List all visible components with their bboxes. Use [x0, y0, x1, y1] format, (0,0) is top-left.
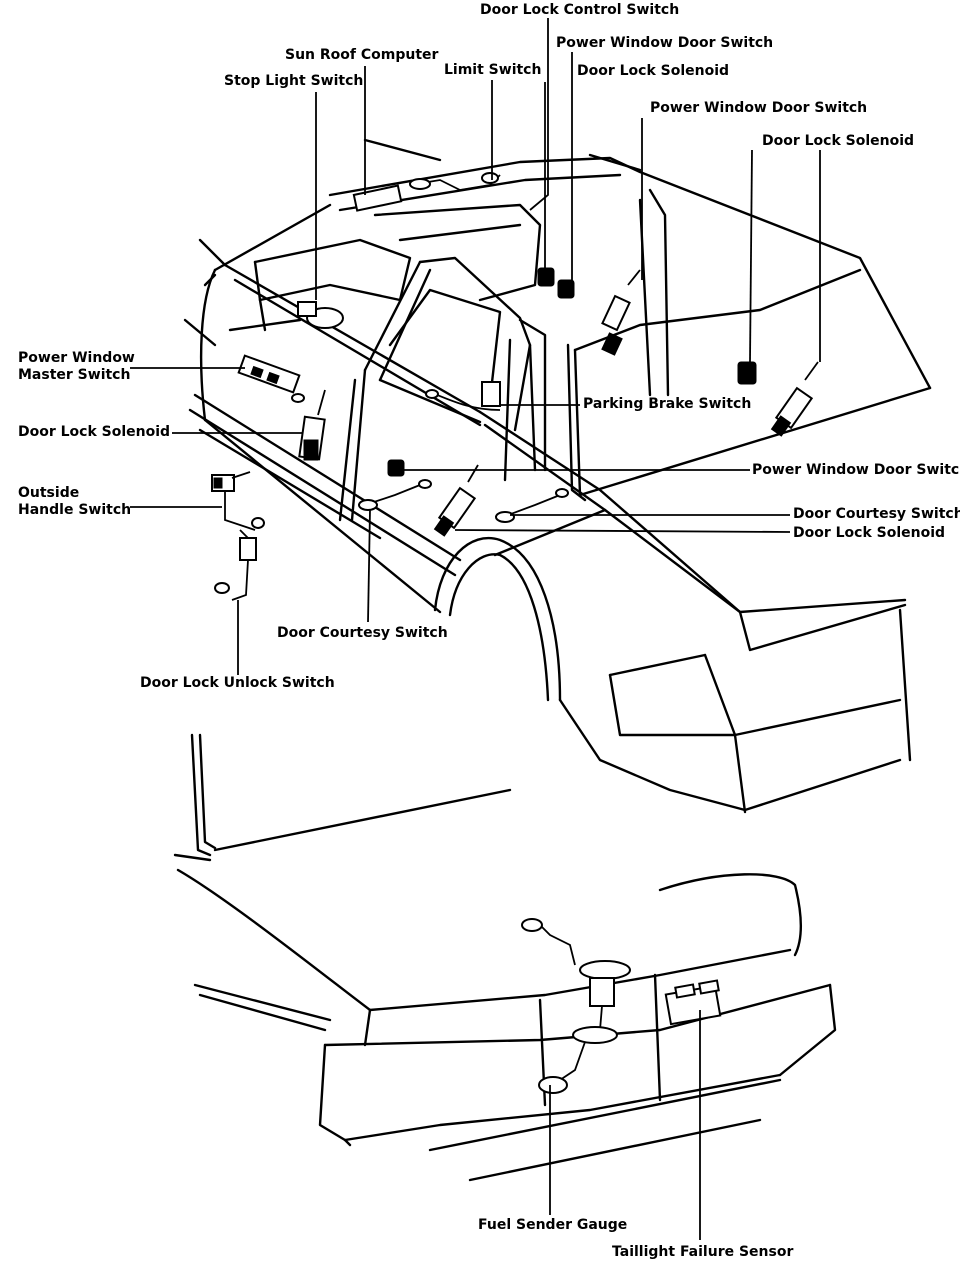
power-window-door-switch-front-part [387, 459, 405, 477]
door-lock-solenoid-front-part [298, 389, 326, 461]
outside-handle-switch-part [211, 471, 265, 601]
label-door-lock-solenoid-top2: Door Lock Solenoid [762, 133, 915, 149]
label-parking-brake-switch: Parking Brake Switch [583, 396, 752, 412]
upper-car-body [183, 138, 932, 814]
label-door-courtesy-switch-right: Door Courtesy Switch [793, 506, 960, 522]
door-lock-control-switch-part [537, 267, 555, 287]
parking-brake-switch-part [425, 381, 501, 411]
leader-lines [130, 18, 821, 1240]
label-fuel-sender-gauge: Fuel Sender Gauge [478, 1217, 628, 1233]
leader-door-courtesy-switch-bottom [367, 509, 371, 623]
label-door-lock-unlock-switch: Door Lock Unlock Switch [140, 675, 335, 691]
label-power-window-door-switch-right: Power Window Door Switch [752, 462, 960, 478]
door-lock-solenoid-rear-block [737, 361, 757, 385]
label-door-lock-solenoid-left: Door Lock Solenoid [18, 424, 171, 440]
label-power-window-door-switch-top1: Power Window Door Switch [556, 35, 774, 51]
power-window-door-switch-top-part [601, 269, 641, 356]
door-lock-solenoid-rear-part [770, 361, 819, 437]
label-power-window-master-switch: Power Window Master Switch [18, 350, 135, 383]
leader-door-lock-solenoid-top2a [749, 149, 753, 363]
label-limit-switch: Limit Switch [444, 62, 542, 78]
label-door-lock-solenoid-right: Door Lock Solenoid [793, 525, 946, 541]
leader-door-lock-control-switch [529, 18, 549, 211]
components [211, 172, 819, 1094]
door-courtesy-switch-front-part [358, 479, 432, 511]
lower-car-body [173, 733, 837, 1182]
door-lock-solenoid-reardoor-part [433, 464, 479, 537]
sun-roof-computer-part [352, 184, 403, 212]
label-stop-light-switch: Stop Light Switch [224, 73, 364, 89]
label-outside-handle-switch: Outside Handle Switch [18, 485, 132, 518]
label-sun-roof-computer: Sun Roof Computer [285, 47, 439, 63]
label-taillight-failure-sensor: Taillight Failure Sensor [612, 1244, 794, 1260]
label-door-courtesy-switch-bottom: Door Courtesy Switch [277, 625, 448, 641]
label-door-lock-solenoid-top1: Door Lock Solenoid [577, 63, 730, 79]
leader-door-lock-solenoid-right [454, 529, 791, 533]
door-courtesy-switch-rear-part [495, 488, 569, 523]
label-power-window-door-switch-top2: Power Window Door Switch [650, 100, 868, 116]
label-door-lock-control-switch: Door Lock Control Switch [480, 2, 680, 18]
taillight-failure-sensor-part [664, 979, 722, 1026]
fuel-sender-gauge-part [521, 918, 631, 1094]
power-window-master-switch-part [237, 354, 305, 403]
